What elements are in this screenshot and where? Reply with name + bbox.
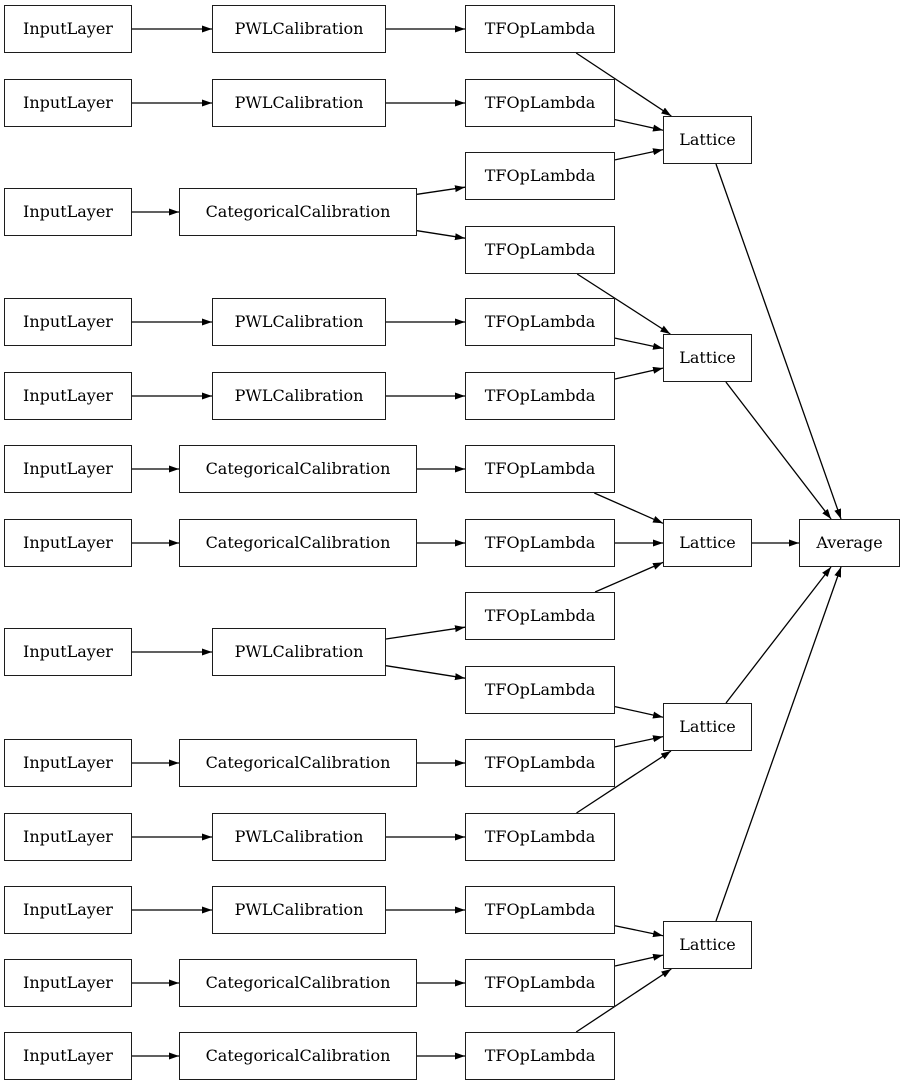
edge-lattice-2-to-average: [725, 381, 832, 520]
input-layer-node-input-6: InputLayer: [4, 445, 132, 493]
edge-lattice-5-to-average: [715, 566, 842, 922]
lattice-node-lattice-1: Lattice: [663, 116, 752, 164]
lattice-node-lattice-2: Lattice: [663, 334, 752, 382]
edge-lambda-6-to-lattice-2: [614, 366, 664, 380]
input-layer-node-input-7: InputLayer: [4, 519, 132, 567]
edge-lattice-1-to-average: [715, 163, 842, 520]
input-layer-node-input-13: InputLayer: [4, 1032, 132, 1080]
edge-lambda-2-to-lattice-1: [614, 118, 664, 132]
edge-lambda-1-to-lattice-1: [575, 52, 672, 117]
edge-lambda-14-to-lattice-5: [614, 953, 664, 967]
pwl-calibration-node-calib-8: PWLCalibration: [212, 628, 386, 676]
categorical-calibration-node-calib-7: CategoricalCalibration: [179, 519, 417, 567]
edge-lambda-3-to-lattice-1: [614, 148, 664, 161]
tf-op-lambda-node-lambda-9: TFOpLambda: [465, 592, 615, 640]
pwl-calibration-node-calib-2: PWLCalibration: [212, 79, 386, 127]
tf-op-lambda-node-lambda-3: TFOpLambda: [465, 152, 615, 200]
tf-op-lambda-node-lambda-2: TFOpLambda: [465, 79, 615, 127]
edge-lambda-12-to-lattice-4: [576, 750, 672, 814]
input-layer-node-input-9: InputLayer: [4, 739, 132, 787]
lattice-node-lattice-4: Lattice: [663, 703, 752, 751]
tf-op-lambda-node-lambda-5: TFOpLambda: [465, 298, 615, 346]
categorical-calibration-node-calib-12: CategoricalCalibration: [179, 959, 417, 1007]
edge-calib-8-to-lambda-9: [385, 625, 466, 640]
input-layer-node-input-5: InputLayer: [4, 372, 132, 420]
tf-op-lambda-node-lambda-1: TFOpLambda: [465, 5, 615, 53]
input-layer-node-input-11: InputLayer: [4, 886, 132, 934]
edge-lambda-13-to-lattice-5: [614, 925, 664, 938]
edge-lambda-15-to-lattice-5: [575, 968, 672, 1033]
tf-op-lambda-node-lambda-10: TFOpLambda: [465, 666, 615, 714]
input-layer-node-input-4: InputLayer: [4, 298, 132, 346]
lattice-node-lattice-5: Lattice: [663, 921, 752, 969]
input-layer-node-input-12: InputLayer: [4, 959, 132, 1007]
lattice-node-lattice-3: Lattice: [663, 519, 752, 567]
edge-lambda-9-to-lattice-3: [594, 561, 664, 593]
input-layer-node-input-8: InputLayer: [4, 628, 132, 676]
categorical-calibration-node-calib-3: CategoricalCalibration: [179, 188, 417, 236]
edge-calib-8-to-lambda-10: [385, 665, 466, 681]
pwl-calibration-node-calib-1: PWLCalibration: [212, 5, 386, 53]
pwl-calibration-node-calib-10: PWLCalibration: [212, 813, 386, 861]
categorical-calibration-node-calib-13: CategoricalCalibration: [179, 1032, 417, 1080]
edge-calib-3-to-lambda-4: [416, 230, 466, 241]
tf-op-lambda-node-lambda-11: TFOpLambda: [465, 739, 615, 787]
edge-lambda-7-to-lattice-3: [594, 492, 664, 524]
tf-op-lambda-node-lambda-14: TFOpLambda: [465, 959, 615, 1007]
tf-op-lambda-node-lambda-15: TFOpLambda: [465, 1032, 615, 1080]
input-layer-node-input-3: InputLayer: [4, 188, 132, 236]
tf-op-lambda-node-lambda-7: TFOpLambda: [465, 445, 615, 493]
tf-op-lambda-node-lambda-4: TFOpLambda: [465, 226, 615, 274]
input-layer-node-input-10: InputLayer: [4, 813, 132, 861]
tf-op-lambda-node-lambda-8: TFOpLambda: [465, 519, 615, 567]
edge-lambda-11-to-lattice-4: [614, 735, 664, 748]
average-node-average: Average: [799, 519, 900, 567]
categorical-calibration-node-calib-9: CategoricalCalibration: [179, 739, 417, 787]
categorical-calibration-node-calib-6: CategoricalCalibration: [179, 445, 417, 493]
edge-calib-3-to-lambda-3: [416, 185, 466, 195]
tf-op-lambda-node-lambda-6: TFOpLambda: [465, 372, 615, 420]
edge-lambda-5-to-lattice-2: [614, 337, 664, 350]
input-layer-node-input-1: InputLayer: [4, 5, 132, 53]
edge-lambda-4-to-lattice-2: [576, 273, 671, 335]
edge-lambda-10-to-lattice-4: [614, 705, 664, 719]
input-layer-node-input-2: InputLayer: [4, 79, 132, 127]
pwl-calibration-node-calib-11: PWLCalibration: [212, 886, 386, 934]
edge-lattice-4-to-average: [725, 566, 832, 704]
tf-op-lambda-node-lambda-12: TFOpLambda: [465, 813, 615, 861]
tf-op-lambda-node-lambda-13: TFOpLambda: [465, 886, 615, 934]
pwl-calibration-node-calib-5: PWLCalibration: [212, 372, 386, 420]
pwl-calibration-node-calib-4: PWLCalibration: [212, 298, 386, 346]
